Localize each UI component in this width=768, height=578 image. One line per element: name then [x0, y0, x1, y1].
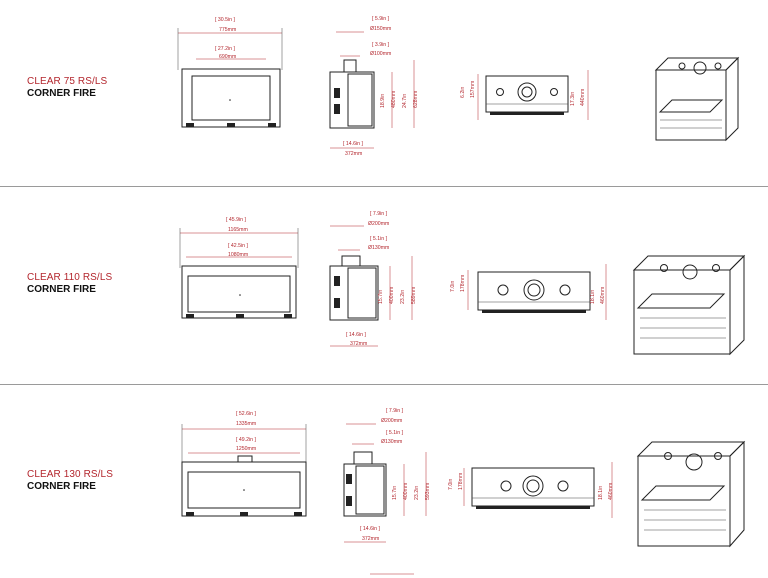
dim-inner-mm: 1250mm: [236, 446, 256, 452]
model-label-110: CLEAR 110 RS/LS CORNER FIRE: [27, 272, 112, 296]
dim-flue-inner-mm: Ø130mm: [368, 245, 389, 251]
dim-outer-mm: 1165mm: [228, 227, 248, 233]
dim-depth-mm: 372mm: [350, 341, 367, 347]
model-label-75: CLEAR 75 RS/LS CORNER FIRE: [27, 76, 107, 100]
dim-inner-mm: 690mm: [219, 54, 236, 60]
dim-inner-in: [ 27.2in ]: [215, 46, 235, 52]
dim-right-in: 17.3in: [570, 92, 576, 106]
dim-inner-in: [ 49.2in ]: [236, 437, 256, 443]
dim-h2-in: 23.2in: [400, 290, 406, 304]
top-view-75: 6.2in 157mm 17.3in 440mm: [460, 70, 589, 120]
dim-h1-mm: 400mm: [403, 483, 409, 500]
front-view-110: [ 45.9in ] 1165mm [ 42.5in ] 1080mm: [179, 217, 299, 319]
front-view-130: [ 52.6in ] 1335mm [ 49.2in ] 1250mm: [181, 411, 307, 517]
model-name: CLEAR 130 RS/LS: [27, 469, 113, 480]
dim-left-in: 7.0in: [450, 281, 456, 292]
dim-h1-in: 15.7in: [392, 486, 398, 500]
top-view-130: 7.0in 178mm 18.1in 460mm: [448, 462, 614, 518]
dim-flue-inner-in: [ 5.1in ]: [370, 236, 388, 242]
dim-outer-in: [ 45.9in ]: [226, 217, 246, 223]
isometric-view-75: [654, 56, 740, 142]
dim-right-mm: 460mm: [600, 287, 606, 304]
dim-h1-mm: 480mm: [391, 91, 397, 108]
dim-h2-in: 24.7in: [402, 94, 408, 108]
side-view-75: [ 5.9in ] Ø150mm [ 3.9in ] Ø100mm 18.9in…: [329, 16, 419, 157]
dim-inner-mm: 1080mm: [228, 252, 248, 258]
model-subtitle: CORNER FIRE: [27, 88, 96, 99]
dim-flue-outer-in: [ 7.9in ]: [386, 408, 404, 414]
dim-flue-outer-in: [ 7.9in ]: [370, 211, 388, 217]
dim-flue-inner-in: [ 3.9in ]: [372, 42, 390, 48]
dim-left-in: 7.0in: [448, 479, 454, 490]
row-divider-1: [0, 186, 768, 187]
dim-flue-outer-in: [ 5.9in ]: [372, 16, 390, 22]
dim-right-mm: 460mm: [608, 483, 614, 500]
dim-outer-mm: 775mm: [219, 27, 236, 33]
dim-depth-in: [ 14.6in ]: [346, 332, 366, 338]
dim-outer-in: [ 52.6in ]: [236, 411, 256, 417]
dim-depth-in: [ 14.6in ]: [343, 141, 363, 147]
isometric-view-110: [632, 254, 746, 356]
top-view-110: 7.0in 178mm 18.1in 460mm: [450, 264, 607, 320]
dim-flue-inner-in: [ 5.1in ]: [386, 430, 404, 436]
dim-flue-outer-mm: Ø200mm: [381, 418, 402, 424]
dim-h2-mm: 628mm: [413, 91, 419, 108]
dim-left-mm: 178mm: [458, 473, 464, 490]
model-subtitle: CORNER FIRE: [27, 481, 96, 492]
dim-h1-mm: 400mm: [389, 287, 395, 304]
model-subtitle: CORNER FIRE: [27, 284, 96, 295]
dim-flue-inner-mm: Ø130mm: [381, 439, 402, 445]
model-name: CLEAR 110 RS/LS: [27, 272, 113, 283]
dim-h1-in: 18.9in: [380, 94, 386, 108]
dim-h2-in: 23.2in: [414, 486, 420, 500]
row-divider-2: [0, 384, 768, 385]
dim-flue-outer-mm: Ø200mm: [368, 221, 389, 227]
side-view-110: [ 7.9in ] Ø200mm [ 5.1in ] Ø130mm 15.7in…: [329, 211, 417, 347]
dim-depth-mm: 372mm: [345, 151, 362, 157]
dim-flue-outer-mm: Ø150mm: [370, 26, 391, 32]
side-view-130: [ 7.9in ] Ø200mm [ 5.1in ] Ø130mm 15.7in…: [343, 408, 431, 543]
dim-depth-mm: 372mm: [362, 536, 379, 542]
dim-left-mm: 157mm: [470, 81, 476, 98]
dim-h1-in: 15.7in: [378, 290, 384, 304]
dim-outer-in: [ 30.5in ]: [215, 17, 235, 23]
isometric-view-130: [636, 440, 746, 548]
dim-left-in: 6.2in: [460, 87, 466, 98]
dim-right-mm: 440mm: [580, 89, 586, 106]
dim-h2-mm: 589mm: [411, 287, 417, 304]
dim-right-in: 18.1in: [590, 290, 596, 304]
dim-right-in: 18.1in: [598, 486, 604, 500]
dim-inner-in: [ 42.5in ]: [228, 243, 248, 249]
front-view-75: [ 30.5in ] 775mm [ 27.2in ] 690mm: [177, 17, 283, 128]
dim-depth-in: [ 14.6in ]: [360, 526, 380, 532]
dim-outer-mm: 1335mm: [236, 421, 256, 427]
dim-flue-inner-mm: Ø100mm: [370, 51, 391, 57]
dim-h2-mm: 593mm: [425, 483, 431, 500]
model-label-130: CLEAR 130 RS/LS CORNER FIRE: [27, 469, 113, 493]
dim-left-mm: 178mm: [460, 275, 466, 292]
model-name: CLEAR 75 RS/LS: [27, 76, 108, 87]
